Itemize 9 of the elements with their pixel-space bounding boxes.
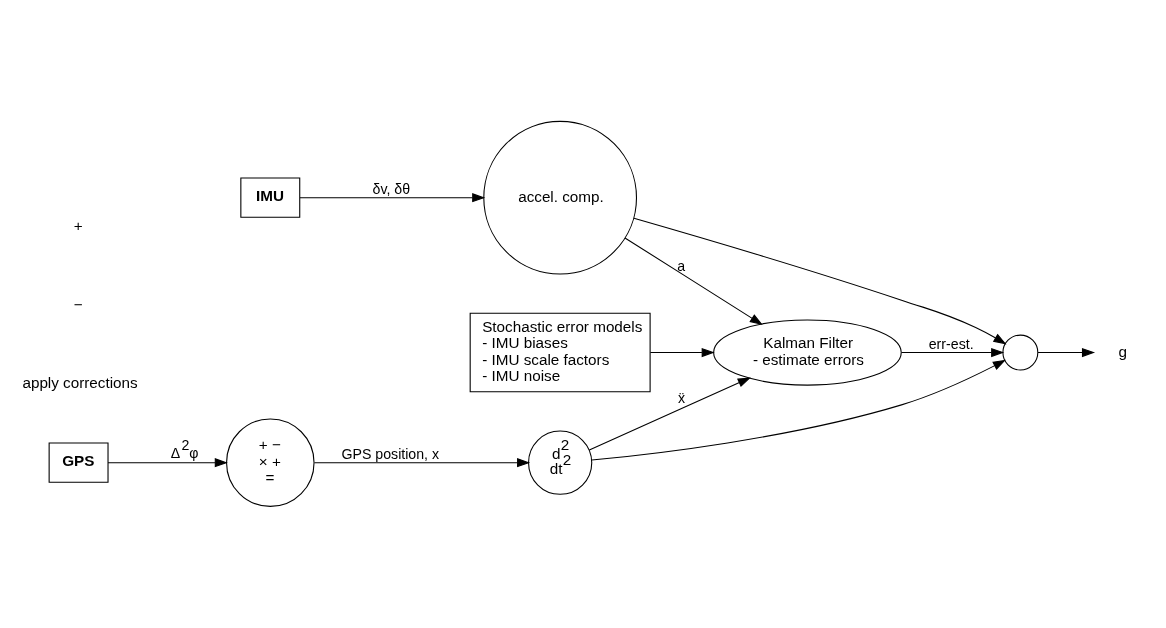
label: − xyxy=(73,295,83,313)
node-text: g xyxy=(1118,342,1127,360)
label: + xyxy=(73,217,83,235)
edge-label: δv, δθ xyxy=(372,180,411,197)
edge-label: ẍ xyxy=(677,390,685,407)
edge-label: a xyxy=(677,258,686,275)
edge-label: GPS position, x xyxy=(341,445,440,462)
edge-label: err-est. xyxy=(928,335,974,352)
label: apply corrections xyxy=(22,374,138,392)
